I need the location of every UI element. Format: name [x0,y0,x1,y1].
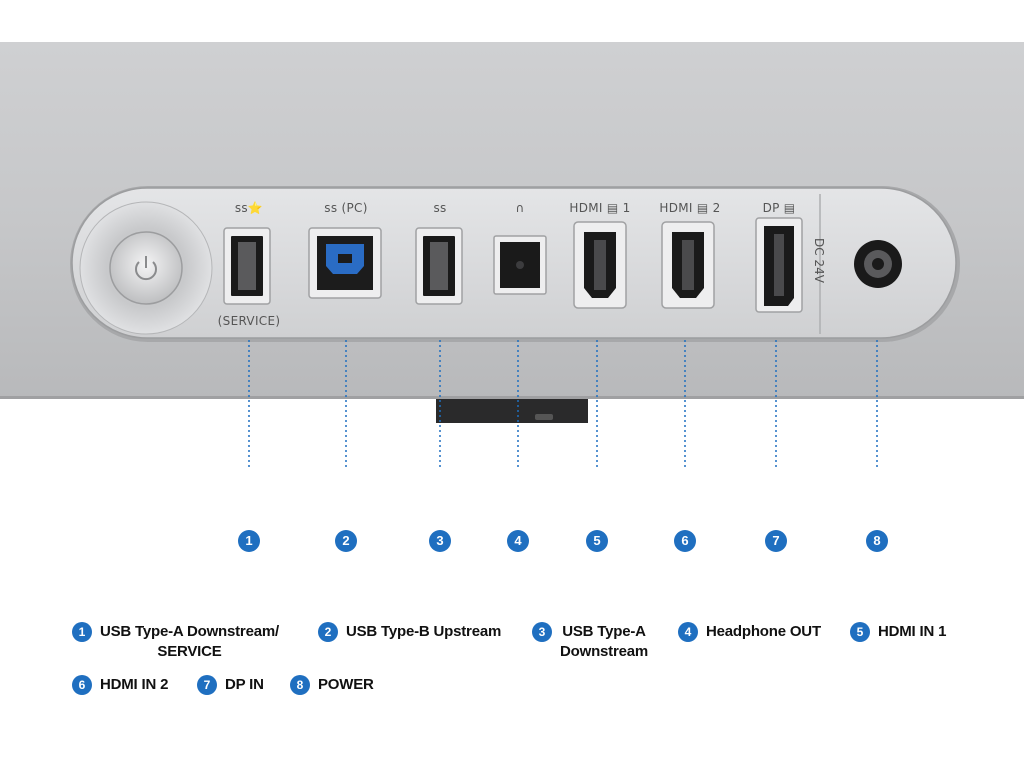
hdmi-port-2 [661,221,715,309]
headphone-label: ∩ [515,201,525,215]
usb-a-1-label: ss⭐ [234,201,264,215]
legend-text-6: HDMI IN 2 [100,676,169,693]
callout-badge-7: 7 [765,530,787,552]
legend-badge-5: 5 [850,622,870,642]
legend-text-1: USB Type-A Downstream/ SERVICE [100,623,279,660]
callout-badge-1: 1 [238,530,260,552]
callout-badge-8: 8 [866,530,888,552]
legend-badge-6: 6 [72,675,92,695]
power-icon [135,256,157,281]
legend-item-6: 6 HDMI IN 2 [72,675,168,695]
usb-a-2-label: ss [433,201,447,215]
stand-bracket [436,399,588,423]
dp-label: DP ▤ [762,201,796,215]
usb-b-port [308,227,382,299]
hdmi2-label: HDMI ▤ 2 [659,201,721,215]
displayport-port [755,217,803,313]
callout-badge-3: 3 [429,530,451,552]
legend-item-8: 8 POWER [290,675,374,695]
dc-power-jack [854,240,902,288]
legend-item-7: 7 DP IN [197,675,264,695]
legend-text-2: USB Type-B Upstream [346,623,502,640]
callout-badge-6: 6 [674,530,696,552]
legend-text-8: POWER [318,676,374,693]
usb-a-port-2 [415,227,463,305]
legend-badge-2: 2 [318,622,338,642]
monitor-rear-panel [0,42,1024,470]
legend-text-3: USB Type-A Downstream [560,623,649,660]
legend-item-2: 2 USB Type-B Upstream [318,622,501,642]
legend-text-5: HDMI IN 1 [878,623,947,640]
service-label: (SERVICE) [217,314,281,328]
legend-badge-7: 7 [197,675,217,695]
hdmi1-label: HDMI ▤ 1 [569,201,631,215]
hdmi-port-1 [573,221,627,309]
usb-a-port-1 [223,227,271,305]
legend-badge-1: 1 [72,622,92,642]
callout-lines [248,340,878,470]
callout-badge-4: 4 [507,530,529,552]
legend-item-1: 1 USB Type-A Downstream/ SERVICE [72,622,279,662]
usb-b-label: ss (PC) [324,201,368,215]
legend-item-4: 4 Headphone OUT [678,622,821,642]
legend-badge-4: 4 [678,622,698,642]
legend-text-7: DP IN [225,676,264,693]
legend-text-4: Headphone OUT [706,623,821,640]
legend-item-3: 3 USB Type-A Downstream [532,622,648,662]
callout-badge-2: 2 [335,530,357,552]
legend-item-5: 5 HDMI IN 1 [850,622,946,642]
legend-badge-3: 3 [532,622,552,642]
headphone-jack [493,235,547,295]
callout-badge-5: 5 [586,530,608,552]
dc-24v-label: DC 24V [812,238,826,283]
legend-badge-8: 8 [290,675,310,695]
